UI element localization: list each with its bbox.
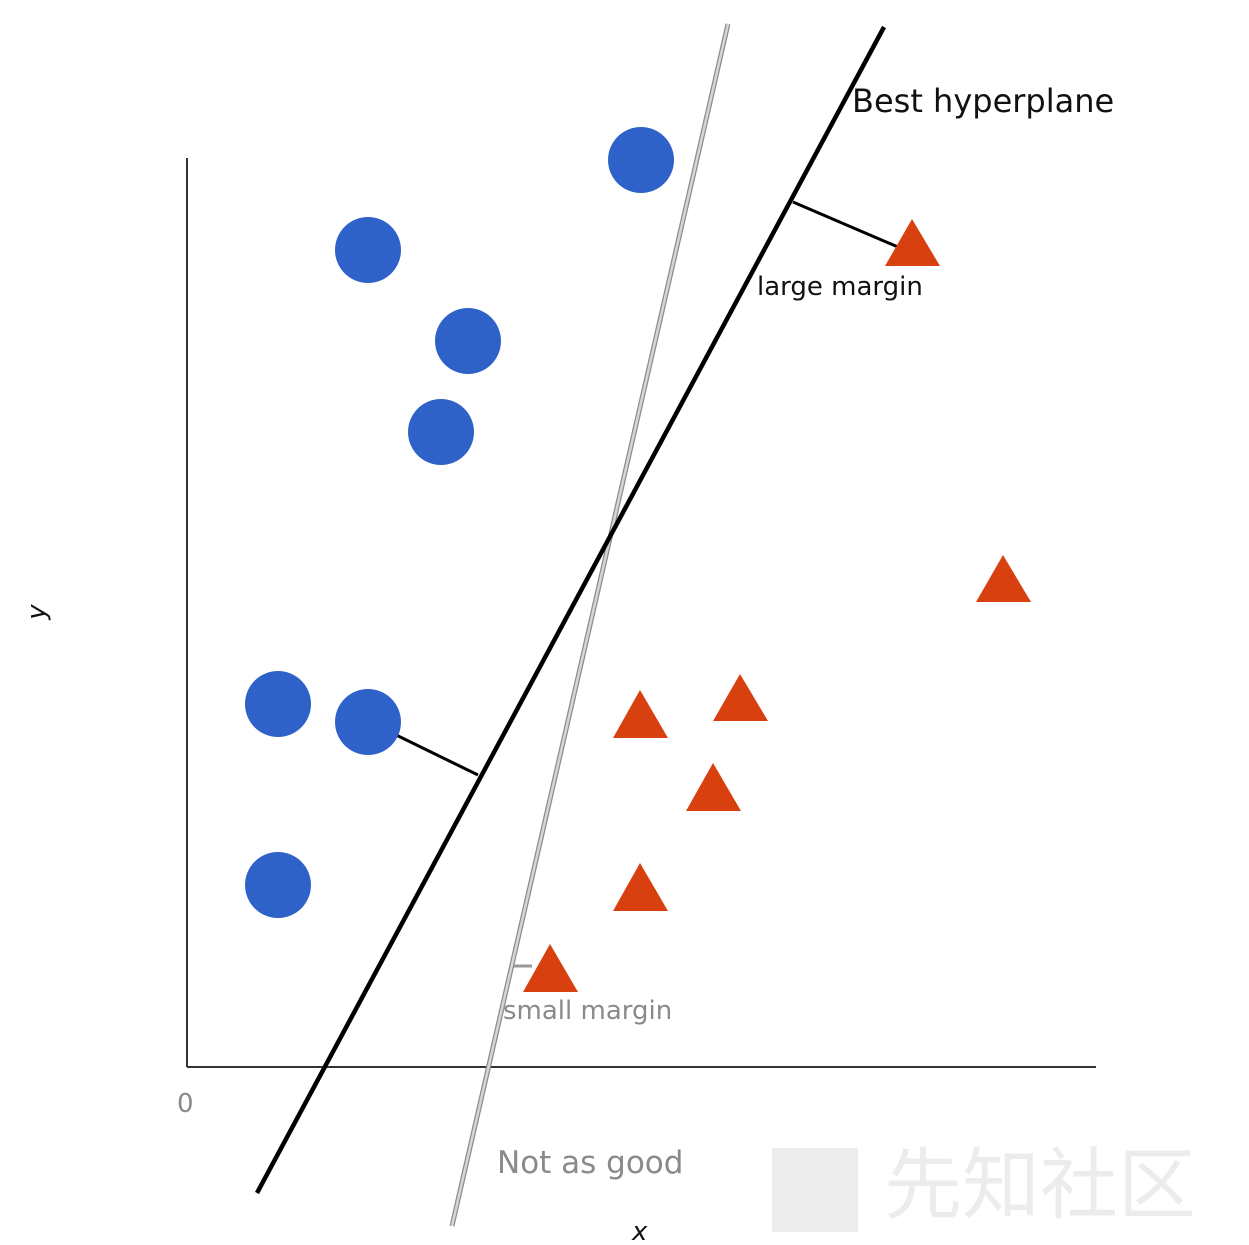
triangle-point [686,763,741,811]
circle-point [335,217,401,283]
triangle-point [976,555,1031,602]
origin-label: 0 [177,1089,194,1119]
large-margin-label: large margin [757,272,923,302]
support-margin-segment [389,730,479,777]
best-hyperplane-label: Best hyperplane [852,82,1114,120]
circle-point [435,308,501,374]
circle-point [245,852,311,918]
y-axis-label: y [22,604,52,621]
watermark-text: 先知社区 [884,1141,1196,1231]
circle-point [608,127,674,193]
triangle-point [613,863,668,911]
x-axis-label: x [631,1217,648,1245]
triangle-point [885,219,940,266]
large-margin-segment [792,200,899,249]
watermark: 先知社区 [772,1141,1196,1232]
circle-point [245,671,311,737]
circle-point [335,689,401,755]
alt-hyperplane [449,23,731,1227]
best-hyperplane-line [255,25,886,1195]
triangle-point [713,674,768,721]
small-margin-label: small margin [503,996,672,1026]
not-as-good-label: Not as good [497,1145,683,1181]
circle-points [245,127,674,918]
triangle-point [523,944,578,992]
triangle-points [523,219,1031,992]
circle-point [408,399,474,465]
watermark-logo [772,1148,858,1232]
triangle-point [613,690,668,738]
